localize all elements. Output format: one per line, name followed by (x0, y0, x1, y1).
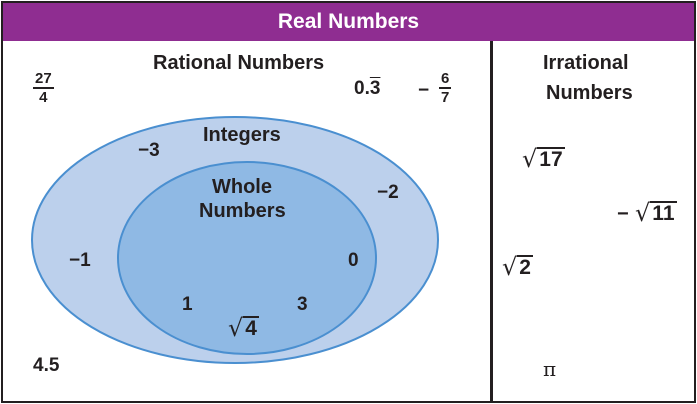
whole-one: 1 (182, 294, 193, 315)
whole-numbers-ellipse (117, 161, 377, 355)
repeating-decimal-integer: 0. (354, 78, 370, 99)
radicand: 17 (537, 147, 565, 171)
sqrt-17: √17 (522, 147, 565, 171)
negative-sign: − (617, 203, 629, 225)
diagram-title: Real Numbers (3, 3, 694, 41)
pi-symbol: π (543, 357, 557, 381)
venn-ellipses (31, 116, 439, 364)
whole-three: 3 (297, 294, 308, 315)
whole-numbers-label-line2: Numbers (199, 200, 286, 222)
radicand: 2 (517, 255, 533, 279)
sqrt-4: √4 (228, 316, 259, 340)
irrational-numbers-label-line2: Numbers (546, 82, 633, 104)
integer-neg3: −3 (138, 140, 160, 161)
fraction-denominator: 4 (39, 89, 48, 106)
irrational-numbers-label-line1: Irrational (543, 52, 629, 74)
whole-numbers-label-line1: Whole (212, 176, 272, 198)
fraction-27-4: 27 4 (33, 70, 54, 107)
negative-fraction-sign: − (418, 80, 430, 101)
radical-icon: √ (228, 314, 244, 342)
radical-icon: √ (502, 253, 518, 281)
integer-neg1: −1 (69, 250, 91, 271)
integers-label: Integers (203, 124, 281, 146)
repeating-decimal-digit: 3 (369, 78, 381, 99)
integer-neg2: −2 (377, 182, 399, 203)
radical-icon: √ (635, 199, 651, 227)
radicand: 4 (243, 316, 259, 340)
sqrt-11: √11 (635, 201, 677, 225)
whole-zero: 0 (348, 250, 359, 271)
rational-numbers-label: Rational Numbers (153, 52, 325, 74)
repeating-decimal: 0.3 (354, 78, 380, 100)
sqrt-2: √2 (502, 255, 533, 279)
fraction-denominator: 7 (441, 89, 450, 106)
radical-icon: √ (522, 145, 538, 173)
fraction-numerator: 6 (439, 70, 452, 89)
fraction-6-7: 6 7 (439, 70, 452, 107)
fraction-numerator: 27 (33, 70, 54, 89)
radicand: 11 (650, 201, 677, 225)
rational-irrational-divider (490, 41, 493, 401)
decimal-4-5: 4.5 (33, 355, 60, 376)
